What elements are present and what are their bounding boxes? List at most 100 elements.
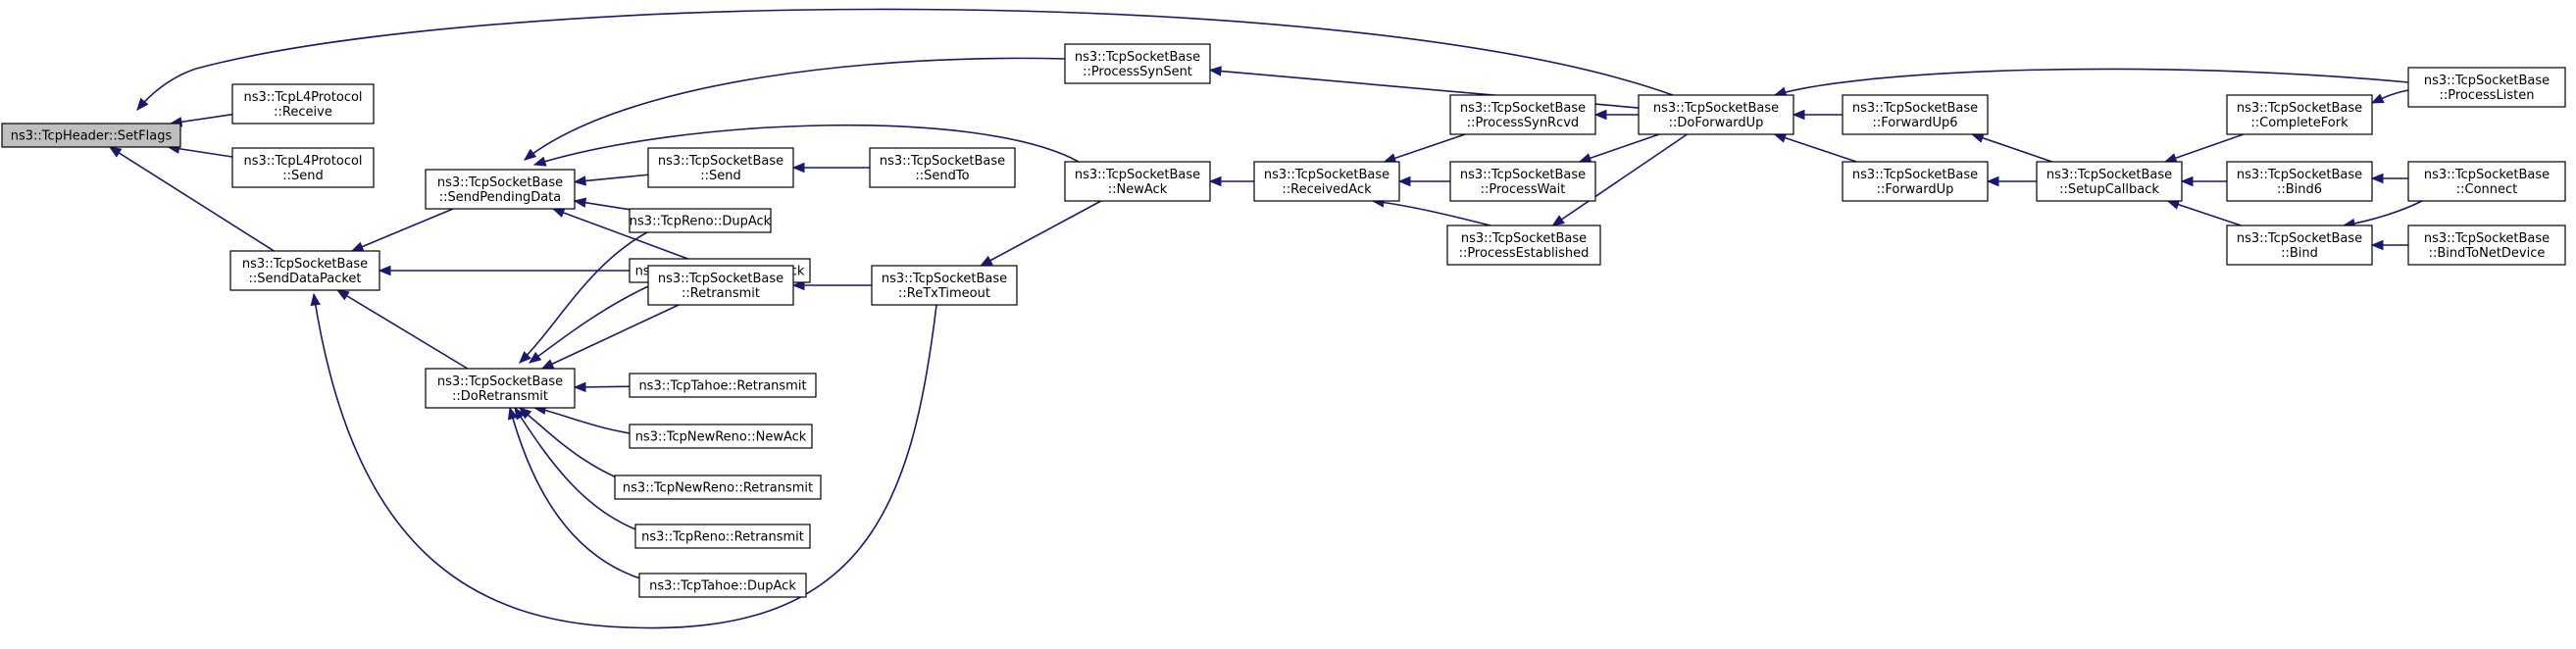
edge-line [1774, 133, 1857, 163]
edge-line [541, 304, 680, 370]
arrowhead-icon [1208, 66, 1222, 76]
node-renoretransmit[interactable]: ns3::TcpReno::Retransmit [634, 524, 811, 549]
node-label: ::ProcessSynRcvd [1467, 116, 1579, 130]
edge-processsynsent-to-sendpendingdata [523, 57, 1066, 161]
edge-tahoedupack-to-doretransmit [507, 406, 668, 586]
arrowhead-icon [108, 146, 123, 158]
node-label: ::ReceivedAck [1282, 182, 1372, 197]
arrowhead-icon [336, 289, 350, 301]
node-label: ns3::TcpSocketBase [2424, 168, 2550, 182]
arrowhead-icon [2370, 173, 2384, 184]
edge-line [2343, 200, 2423, 226]
node-forwardup6[interactable]: ns3::TcpSocketBase::ForwardUp6 [1842, 94, 1989, 135]
node-label: ::SetupCallback [2059, 182, 2159, 197]
node-label: ::ReTxTimeout [898, 286, 990, 301]
arrowhead-icon [1397, 175, 1411, 187]
node-label: ns3::TcpSocketBase [1075, 50, 1200, 65]
node-renodupack[interactable]: ns3::TcpReno::DupAck [629, 208, 772, 233]
arrowhead-icon [1208, 175, 1222, 187]
node-processsynsent[interactable]: ns3::TcpSocketBase::ProcessSynSent [1064, 43, 1211, 84]
node-bindtonetdevice[interactable]: ns3::TcpSocketBase::BindToNetDevice [2407, 225, 2566, 266]
node-processlisten[interactable]: ns3::TcpSocketBase::ProcessListen [2407, 67, 2566, 108]
edge-renodupack-to-sendpendingdata [573, 197, 631, 211]
arrowhead-icon [507, 406, 519, 421]
edge-forwardup-to-doforwardup [1773, 132, 1857, 163]
node-processestablished[interactable]: ns3::TcpSocketBase::ProcessEstablished [1446, 225, 1601, 266]
node-forwardup[interactable]: ns3::TcpSocketBase::ForwardUp [1842, 161, 1989, 202]
edge-line [313, 293, 937, 629]
node-senddatapacket[interactable]: ns3::TcpSocketBase::SendDataPacket [229, 250, 380, 291]
node-completefork[interactable]: ns3::TcpSocketBase::CompleteFork [2226, 94, 2373, 135]
node-connect[interactable]: ns3::TcpSocketBase::Connect [2407, 161, 2566, 202]
edge-line [2164, 133, 2245, 163]
edge-renodupack-to-doretransmit [519, 231, 648, 364]
arrowhead-icon [791, 162, 805, 174]
node-label: ns3::TcpSocketBase [2424, 74, 2550, 88]
node-retxtimeout[interactable]: ns3::TcpSocketBase::ReTxTimeout [871, 265, 1018, 306]
node-bind6[interactable]: ns3::TcpSocketBase::Bind6 [2226, 161, 2373, 202]
node-label: ns3::TcpSocketBase [882, 272, 1007, 286]
node-doretransmit[interactable]: ns3::TcpSocketBase::DoRetransmit [425, 368, 576, 409]
node-bind[interactable]: ns3::TcpSocketBase::Bind [2226, 225, 2373, 266]
edge-line [1579, 133, 1660, 163]
node-sendpendingdata[interactable]: ns3::TcpSocketBase::SendPendingData [425, 169, 576, 210]
edge-senddatapacket-to-setflags [108, 146, 275, 252]
node-box [1, 123, 181, 148]
node-processwait[interactable]: ns3::TcpSocketBase::ProcessWait [1449, 161, 1596, 202]
node-newack[interactable]: ns3::TcpSocketBase::NewAck [1064, 161, 1211, 202]
node-setflags[interactable]: ns3::TcpHeader::SetFlags [1, 123, 181, 148]
node-box [2226, 161, 2373, 202]
arrowhead-icon [2370, 239, 2384, 251]
node-label: ns3::TcpNewReno::NewAck [635, 430, 807, 445]
node-box [2407, 225, 2566, 266]
node-label: ::ProcessListen [2439, 88, 2534, 103]
node-box [1064, 43, 1211, 84]
node-tahoedupack[interactable]: ns3::TcpTahoe::DupAck [638, 573, 807, 598]
edge-bindtonetdevice-to-bind [2370, 239, 2408, 251]
edge-line [1372, 200, 1491, 226]
edge-processlisten-to-doforwardup [1773, 68, 2409, 97]
node-label: ns3::TcpReno::DupAck [630, 215, 772, 229]
node-label: ::DoRetransmit [452, 389, 548, 404]
edge-doforwardup-to-processestablished [1551, 133, 1688, 226]
node-box [1449, 94, 1596, 135]
node-send[interactable]: ns3::TcpSocketBase::Send [647, 147, 794, 188]
node-box [1449, 161, 1596, 202]
arrowhead-icon [378, 265, 391, 276]
arrowhead-icon [519, 351, 531, 364]
node-label: ns3::TcpSocketBase [1460, 101, 1586, 116]
edge-renoretransmit-to-doretransmit [514, 406, 658, 537]
node-label: ::DoForwardUp [1669, 116, 1764, 130]
edge-sendpendingdata-to-senddatapacket [350, 208, 454, 252]
arrowhead-icon [2163, 153, 2178, 164]
node-receivedack[interactable]: ns3::TcpSocketBase::ReceivedAck [1253, 161, 1400, 202]
edge-line [136, 8, 1674, 111]
arrowhead-icon [1986, 175, 1999, 187]
node-tahoeretransmit[interactable]: ns3::TcpTahoe::Retransmit [629, 373, 817, 398]
node-box [1253, 161, 1400, 202]
node-l4receive[interactable]: ns3::TcpL4Protocol::Receive [231, 83, 375, 125]
node-box [2226, 225, 2373, 266]
arrowhead-icon [350, 241, 365, 252]
node-newrenonewack[interactable]: ns3::TcpNewReno::NewAck [629, 424, 813, 449]
arrowhead-icon [1792, 109, 1805, 121]
node-retransmit[interactable]: ns3::TcpSocketBase::Retransmit [647, 265, 794, 306]
node-processsynrcvd[interactable]: ns3::TcpSocketBase::ProcessSynRcvd [1449, 94, 1596, 135]
node-setupcallback[interactable]: ns3::TcpSocketBase::SetupCallback [2036, 161, 2183, 202]
edge-line [524, 57, 1066, 161]
node-label: ns3::TcpSocketBase [2237, 231, 2362, 246]
node-box [614, 474, 822, 500]
edge-doretransmit-to-senddatapacket [336, 289, 469, 370]
node-l4send[interactable]: ns3::TcpL4Protocol::Send [231, 147, 375, 188]
node-label: ns3::TcpNewReno::Retransmit [623, 481, 813, 496]
node-box [629, 208, 772, 233]
edge-doforwardup-to-processwait [1578, 133, 1660, 164]
node-sendto[interactable]: ns3::TcpSocketBase::SendTo [869, 147, 1016, 188]
edge-line [514, 407, 658, 537]
arrowhead-icon [310, 292, 321, 307]
node-box [425, 169, 576, 210]
node-newrenoretransmit[interactable]: ns3::TcpNewReno::Retransmit [614, 474, 822, 500]
node-doforwardup[interactable]: ns3::TcpSocketBase::DoForwardUp [1638, 94, 1794, 135]
node-label: ns3::TcpTahoe::Retransmit [638, 379, 806, 394]
